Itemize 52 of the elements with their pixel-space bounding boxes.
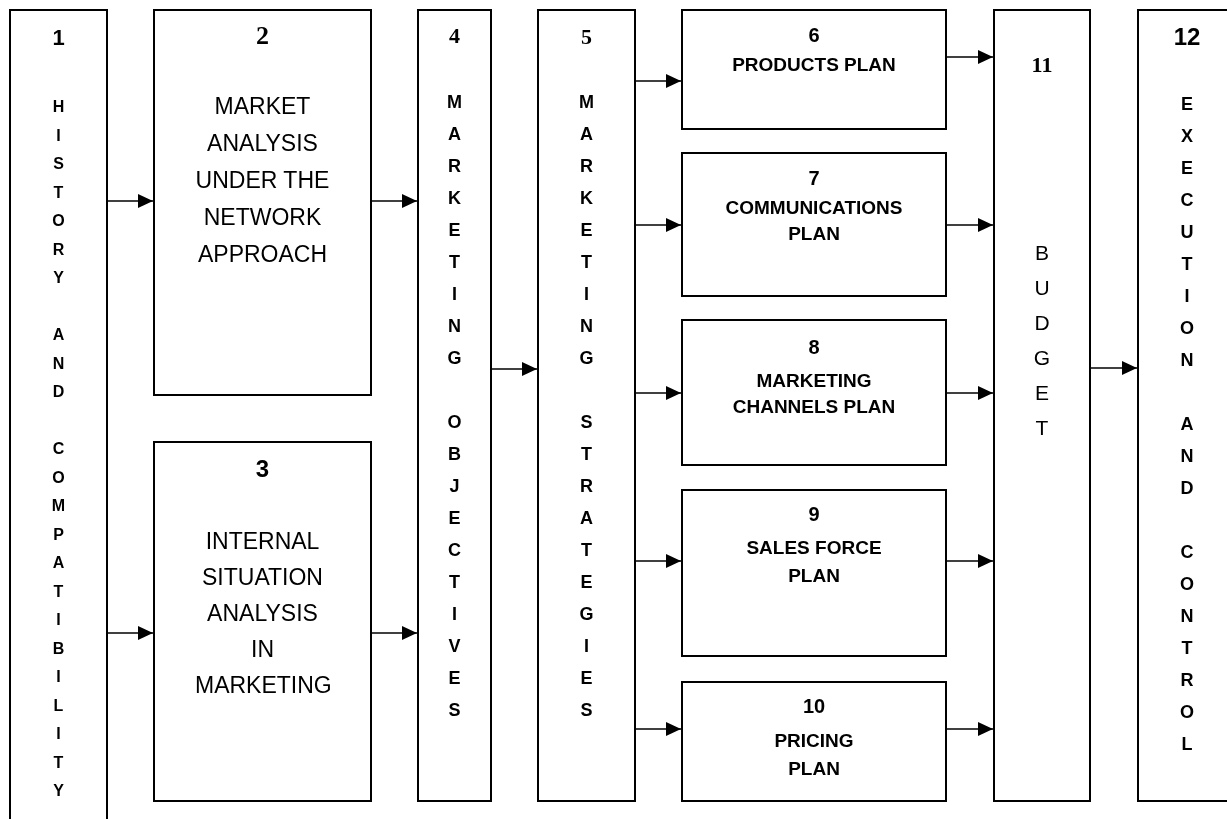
- step-title: PRICING PLAN: [773, 729, 855, 781]
- step-number: 2: [255, 21, 270, 51]
- step-number: 3: [254, 455, 271, 483]
- arrow: [107, 194, 154, 208]
- step-number: 6: [807, 23, 821, 47]
- arrow: [371, 626, 418, 640]
- arrow: [1090, 361, 1138, 375]
- arrow: [491, 362, 538, 376]
- arrow: [635, 554, 682, 568]
- step-title: COMMUNICATIONS PLAN: [724, 196, 904, 246]
- arrow: [946, 722, 994, 736]
- step-title: INTERNAL SITUATION ANALYSIS IN MARKETING: [194, 527, 333, 700]
- step-title: MARKET ANALYSIS UNDER THE NETWORK APPROACH: [194, 92, 331, 269]
- step-box: [681, 681, 947, 802]
- arrow: [635, 722, 682, 736]
- arrow: [635, 74, 682, 88]
- vertical-label: BUDGET: [1033, 240, 1051, 441]
- step-number: 9: [807, 502, 821, 526]
- step-number: 1: [51, 25, 66, 51]
- step-number: 5: [580, 24, 593, 50]
- arrow: [946, 218, 994, 232]
- vertical-label: MARKETING OBJECTIVES: [447, 91, 462, 722]
- step-number: 7: [807, 166, 821, 190]
- vertical-step-box: [417, 9, 492, 802]
- arrow: [946, 554, 994, 568]
- vertical-step-box: [993, 9, 1091, 802]
- vertical-step-box: [1137, 9, 1227, 802]
- step-title: SALES FORCE PLAN: [745, 536, 883, 588]
- step-number: 11: [1030, 52, 1054, 78]
- step-number: 12: [1172, 23, 1202, 51]
- arrow: [635, 386, 682, 400]
- step-number: 4: [448, 23, 461, 49]
- step-title: PRODUCTS PLAN: [731, 53, 897, 77]
- vertical-label: MARKETING STRATEGIES: [579, 91, 594, 722]
- step-title: MARKETING CHANNELS PLAN: [731, 369, 897, 419]
- arrow: [371, 194, 418, 208]
- arrow: [635, 218, 682, 232]
- vertical-label: HISTORY AND COMPATIBILITY: [51, 97, 66, 801]
- arrow: [946, 386, 994, 400]
- step-box: [153, 441, 372, 802]
- vertical-step-box: [537, 9, 636, 802]
- step-number: 10: [801, 694, 827, 718]
- step-box: [681, 319, 947, 466]
- step-box: [153, 9, 372, 396]
- vertical-step-box: [9, 9, 108, 819]
- arrow: [946, 50, 994, 64]
- step-box: [681, 489, 947, 657]
- vertical-label: EXECUTION AND CONTROL: [1180, 93, 1194, 756]
- step-number: 8: [807, 335, 821, 359]
- step-box: [681, 9, 947, 130]
- arrow: [107, 626, 154, 640]
- step-box: [681, 152, 947, 297]
